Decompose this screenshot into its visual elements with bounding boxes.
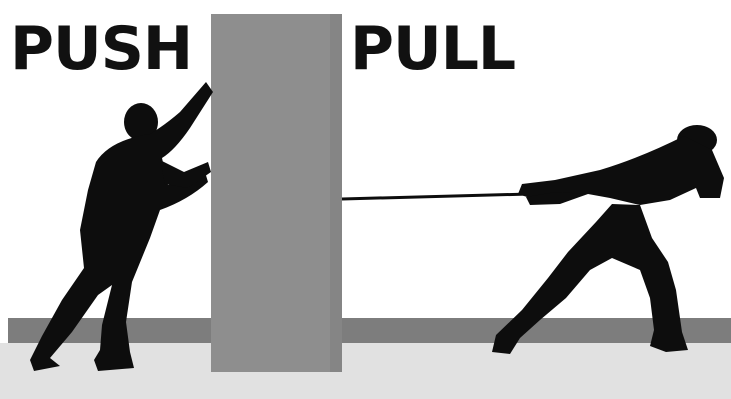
pillar-shade [330,14,342,372]
pillar [211,14,342,372]
pull-label: PULL [350,14,515,84]
rope [342,194,530,199]
push-label: PUSH [10,14,192,84]
